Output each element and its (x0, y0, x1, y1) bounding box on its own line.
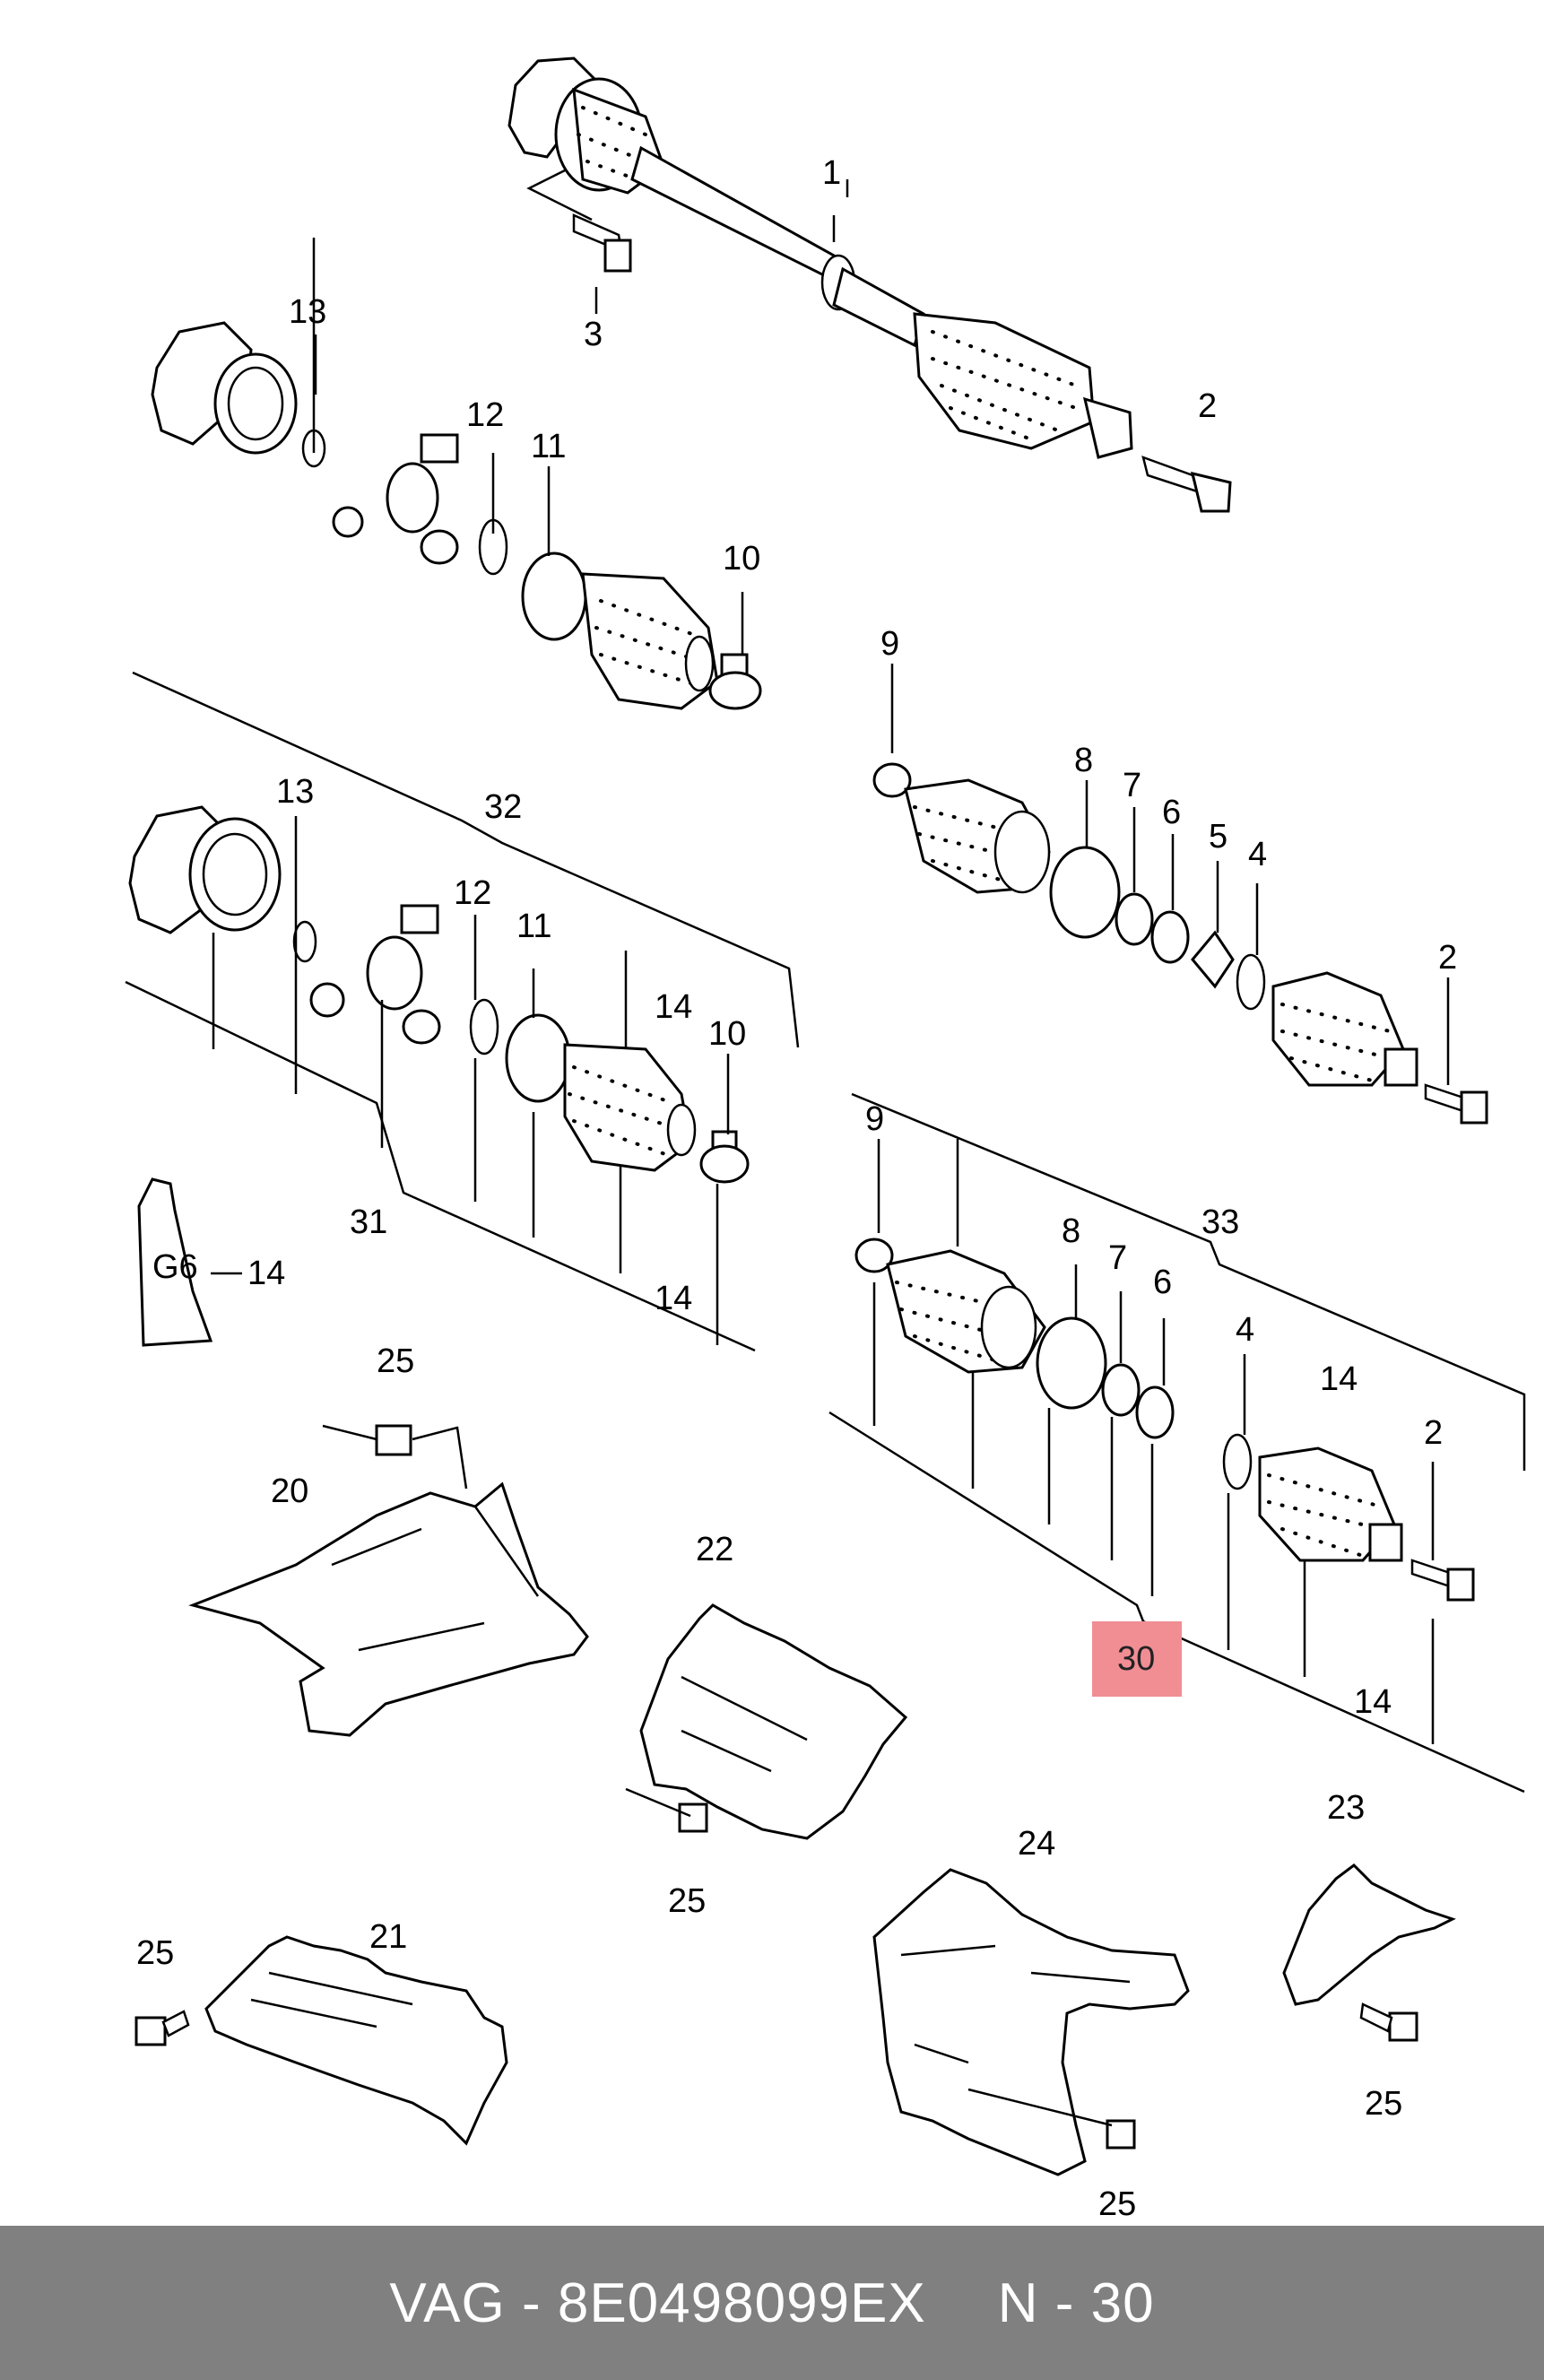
grease-tube-label: G6 (152, 1248, 198, 1286)
callout-20: 20 (271, 1472, 308, 1510)
callout-2c: 2 (1424, 1414, 1443, 1452)
joint-kit-33[interactable] (828, 1092, 1526, 1794)
callout-24: 24 (1018, 1825, 1055, 1863)
highlighted-part-30[interactable]: 30 (1092, 1621, 1182, 1697)
callout-25b: 25 (668, 1882, 706, 1920)
callout-25c: 25 (136, 1934, 174, 1972)
callout-25d: 25 (1365, 2085, 1402, 2123)
callout-23: 23 (1327, 1789, 1365, 1827)
callout-2: 2 (1198, 387, 1217, 425)
callout-10: 10 (723, 540, 760, 578)
callout-7: 7 (1123, 767, 1141, 804)
callout-21: 21 (369, 1918, 407, 1956)
callout-6b: 6 (1153, 1264, 1172, 1301)
callout-6: 6 (1162, 794, 1181, 831)
callout-9b: 9 (865, 1100, 884, 1138)
callout-labels: 1 2 3 13 12 11 10 9 8 7 6 5 4 2 32 13 12… (136, 154, 1457, 2223)
callout-5: 5 (1209, 818, 1227, 856)
callout-13b: 13 (276, 773, 314, 811)
callout-14: 14 (655, 988, 692, 1026)
exploded-parts-diagram: G6 (125, 56, 1526, 2223)
callout-7b: 7 (1108, 1239, 1127, 1277)
callout-9: 9 (880, 625, 899, 663)
callout-14d: 14 (1320, 1360, 1358, 1398)
grease-tube[interactable]: G6 (137, 1177, 213, 1347)
callout-14e: 14 (1354, 1683, 1392, 1721)
outer-joint-group-upper[interactable] (872, 762, 1488, 1125)
callout-10b: 10 (708, 1015, 746, 1053)
callout-32: 32 (484, 788, 522, 826)
callout-1: 1 (822, 154, 841, 192)
heat-shield-24[interactable] (872, 1868, 1190, 2176)
callout-13: 13 (289, 293, 326, 331)
drive-shaft-assembly[interactable] (507, 56, 1232, 513)
heat-shield-21[interactable] (204, 1935, 508, 2146)
callout-12b: 12 (454, 874, 491, 912)
bolt-25-d[interactable] (1388, 2011, 1418, 2042)
bolt-25-b[interactable] (134, 2016, 167, 2046)
callout-4: 4 (1248, 836, 1267, 873)
callout-22: 22 (696, 1531, 733, 1568)
joint-kit-31-32[interactable] (125, 671, 800, 1352)
callout-14c: 14 (247, 1255, 285, 1292)
footer-part-number: VAG - 8E0498099EX (389, 2271, 926, 2334)
bolt-25-c[interactable] (678, 1802, 708, 1833)
callout-25e: 25 (1098, 2185, 1136, 2223)
part-number-footer: VAG - 8E0498099EX N - 30 (0, 2226, 1544, 2380)
callout-3: 3 (584, 316, 603, 353)
callout-14b: 14 (655, 1280, 692, 1317)
callout-31: 31 (350, 1203, 387, 1241)
callout-4b: 4 (1236, 1311, 1254, 1349)
callout-8: 8 (1074, 742, 1093, 779)
callout-12: 12 (466, 396, 504, 434)
inner-joint-group-upper[interactable] (151, 321, 762, 710)
callout-11: 11 (531, 428, 566, 465)
callout-2b: 2 (1438, 939, 1457, 977)
callout-33: 33 (1201, 1203, 1239, 1241)
highlight-label: 30 (1117, 1640, 1155, 1678)
heat-shield-23[interactable] (1282, 1863, 1456, 2006)
callout-25: 25 (377, 1342, 414, 1380)
bolt-25-a[interactable] (375, 1424, 412, 1456)
footer-reference: N - 30 (997, 2271, 1155, 2334)
heat-shield-20[interactable] (188, 1481, 589, 1737)
callout-8b: 8 (1062, 1212, 1080, 1250)
bolt-3-head (603, 239, 632, 273)
callout-11b: 11 (516, 908, 551, 945)
